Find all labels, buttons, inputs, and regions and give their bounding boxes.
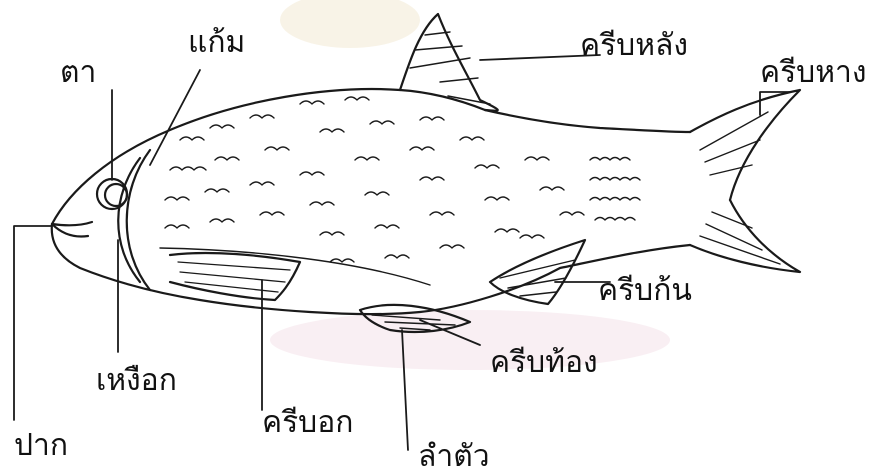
label-tail-fin: ครีบหาง	[760, 55, 867, 90]
pectoral-fin	[170, 253, 300, 300]
mouth-line	[52, 222, 92, 225]
label-anal-fin: ครีบก้น	[598, 273, 692, 308]
tail-upper-outline	[690, 90, 800, 200]
gill-arc-inner	[118, 158, 140, 282]
fish-scales	[165, 97, 640, 262]
eye-ring-inner	[105, 184, 127, 206]
leader-mouth	[14, 226, 52, 420]
label-cheek: แก้ม	[188, 25, 245, 60]
label-body: ลำตัว	[418, 439, 490, 472]
tail-fin-stripes	[700, 112, 780, 264]
fish-back-outline	[52, 89, 690, 224]
tail-lower-outline	[690, 200, 800, 272]
label-dorsal-fin: ครีบหลัง	[580, 28, 688, 63]
label-eye: ตา	[60, 55, 96, 90]
label-mouth: ปาก	[14, 428, 68, 463]
leader-cheek	[150, 70, 200, 165]
label-gill-cover: เหงือก	[96, 363, 177, 398]
label-pectoral-fin: ครีบอก	[262, 405, 353, 440]
label-pelvic-fin: ครีบท้อง	[490, 345, 598, 380]
